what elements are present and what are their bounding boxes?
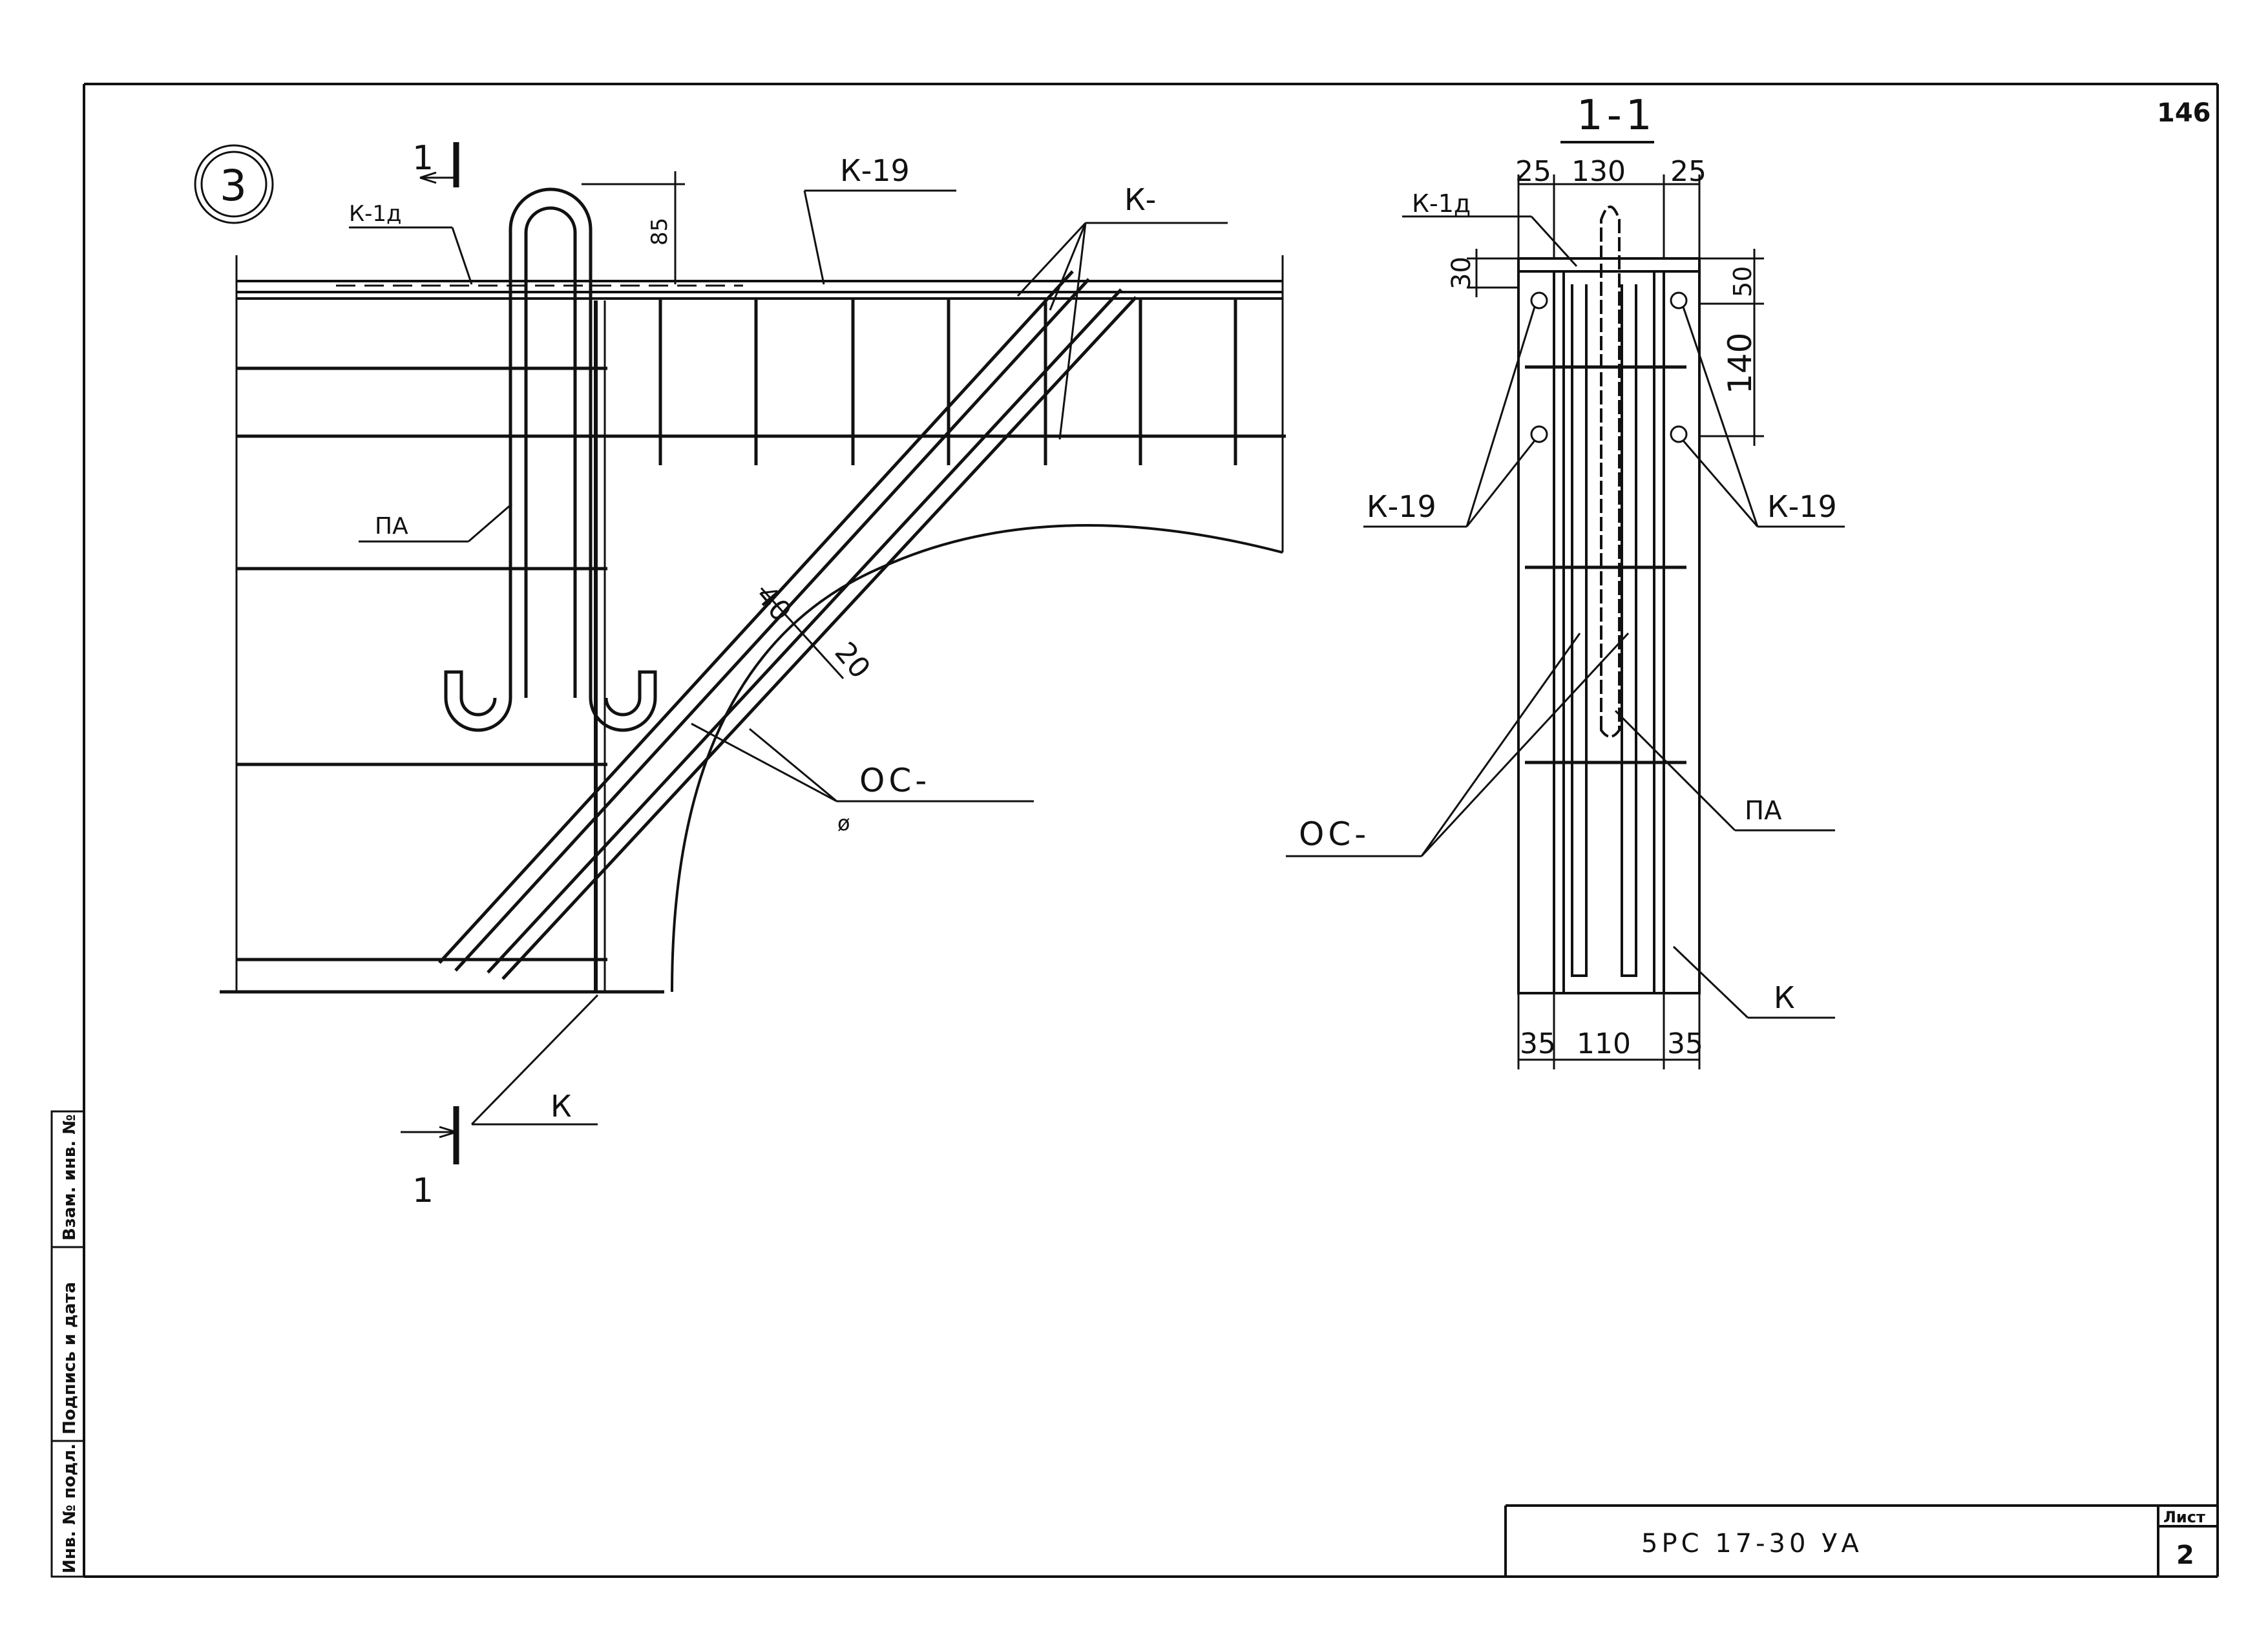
- section-outline: [1517, 257, 1701, 994]
- label-k-bottom: К: [551, 1089, 572, 1124]
- section-ties: [1525, 365, 1686, 764]
- document-code: 5РС 17-30 УА: [1641, 1529, 1863, 1559]
- elevation-view: 85 40 20 К-19 К- К-1д ПА: [220, 139, 1286, 1210]
- label-os-sub: ø: [837, 811, 850, 835]
- sheet-frame: [83, 83, 2219, 1578]
- leader-os: [691, 722, 1034, 803]
- label-k-top: К-: [1124, 182, 1156, 217]
- arch-opening: [671, 524, 1283, 993]
- leader-k-bottom: [470, 994, 599, 1126]
- leader-k19: [803, 189, 956, 285]
- sheet-label: Лист: [2163, 1508, 2205, 1526]
- section-view: 1-1: [1286, 92, 1845, 1069]
- section-k19-bars: [1530, 291, 1688, 443]
- section-leader-os: [1286, 632, 1630, 857]
- label-k19: К-19: [840, 153, 910, 188]
- dim-bot-right: 35: [1667, 1027, 1703, 1060]
- section-leader-k: [1672, 945, 1835, 1019]
- detail-marker-number: 3: [220, 161, 247, 211]
- section-label-k19-right: К-19: [1767, 489, 1837, 524]
- section-leader-k1d: [1402, 215, 1578, 268]
- label-k1d: К-1д: [349, 201, 402, 227]
- section-label-pa: ПА: [1745, 796, 1782, 826]
- section-bottom-dims: [1517, 993, 1701, 1069]
- section-leader-k19-right: [1682, 306, 1845, 528]
- section-top-dims: [1517, 174, 1701, 258]
- dim-30-text: 30: [1447, 257, 1476, 289]
- dim-85: [582, 171, 685, 284]
- section-title: 1-1: [1577, 92, 1656, 140]
- section-label-k19-left: К-19: [1367, 489, 1436, 524]
- side-stamp-cell-3: Взам. инв. №: [60, 1115, 79, 1241]
- label-os: ОС-: [859, 762, 930, 799]
- leader-k-top: [1016, 222, 1228, 440]
- lifting-loop: [444, 187, 657, 732]
- top-chord-bars: [236, 280, 1283, 300]
- side-stamp-cell-2: Подпись и дата: [60, 1282, 79, 1434]
- sheet-number: 2: [2176, 1540, 2194, 1570]
- dim-50-text: 50: [1728, 266, 1757, 297]
- cut-label-bottom: 1: [412, 1171, 434, 1210]
- dim-bot-mid: 110: [1577, 1027, 1631, 1060]
- side-stamp: [50, 1110, 85, 1578]
- dim-top-left: 25: [1515, 155, 1551, 188]
- section-pa-loop: [1600, 205, 1621, 738]
- section-leader-pa: [1614, 709, 1835, 832]
- side-stamp-cell-1: Инв. № подл.: [60, 1444, 79, 1573]
- section-cut-top: [419, 142, 459, 187]
- section-dim-30: [1467, 249, 1518, 297]
- dim-bot-left: 35: [1520, 1027, 1556, 1060]
- dim-85-text: 85: [647, 218, 673, 246]
- dim-diagonal-line: [760, 587, 845, 680]
- section-label-k1d: К-1д: [1412, 189, 1471, 218]
- cut-label-top: 1: [412, 139, 434, 178]
- title-block: [1504, 1504, 2218, 1577]
- dim-top-right: 25: [1670, 155, 1706, 188]
- label-pa: ПА: [375, 513, 408, 540]
- dim-top-mid: 130: [1571, 155, 1626, 188]
- stirrups: [658, 299, 1237, 465]
- section-cut-bottom: [401, 1106, 459, 1164]
- section-leader-k19-left: [1363, 306, 1536, 528]
- sheet-corner-number: 146: [2157, 98, 2211, 128]
- section-dims-right: [1699, 249, 1764, 446]
- dim-140-text: 140: [1721, 333, 1759, 394]
- dim-20-text: 20: [828, 636, 877, 685]
- longitudinal-bars: [220, 366, 1286, 994]
- leader-k1d: [349, 226, 473, 285]
- leader-pa: [359, 503, 512, 543]
- section-os-bars: [1571, 284, 1637, 977]
- detail-marker: 3: [194, 144, 274, 224]
- section-label-os: ОС-: [1299, 815, 1370, 853]
- section-label-k: К: [1774, 980, 1795, 1015]
- diagonal-bars: [438, 270, 1137, 980]
